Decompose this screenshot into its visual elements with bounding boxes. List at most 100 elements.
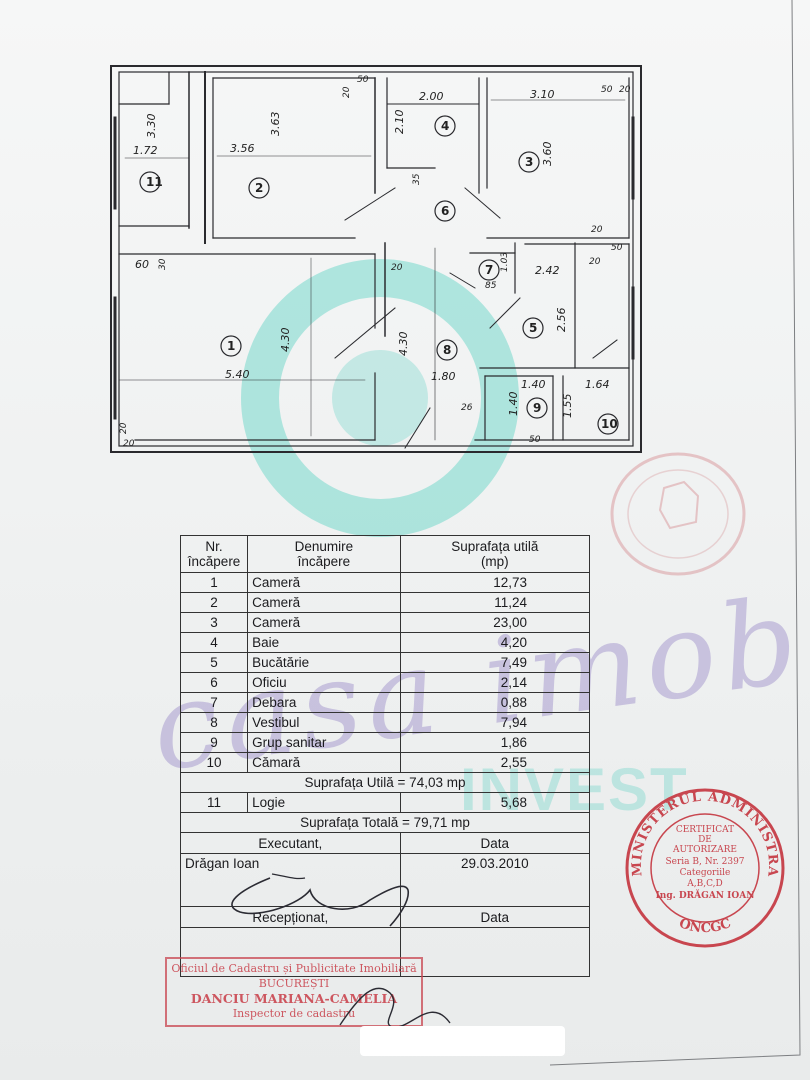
receptionat-row (180, 927, 591, 977)
dim-r3-b: 50 (611, 243, 623, 253)
receptionat-signature-area (180, 927, 401, 977)
dim-r10-w: 1.64 (585, 378, 610, 391)
inspector-signature (339, 987, 451, 1028)
dim-r2-wall: 20 (342, 86, 352, 98)
table-row: 9 Grup sanitar 1,86 (179, 732, 591, 753)
room-area-table: Nr. încăpere Denumire încăpere Suprafața… (179, 535, 591, 977)
row-nr: 7 (179, 692, 249, 713)
row-area: 7,49 (399, 652, 591, 673)
row-name: Cămară (247, 752, 401, 773)
executant-date: 29.03.2010 (399, 853, 591, 907)
dim-r1-a: 60 (135, 258, 149, 271)
header-nr-label: Nr. încăpere (187, 539, 241, 569)
room-number-8: 8 (443, 343, 451, 357)
dim-r8-w: 1.80 (431, 370, 456, 383)
room-number-11: 11 (146, 175, 163, 189)
useful-area-total: Suprafața Utilă = 74,03 mp (180, 772, 590, 793)
stamp-bottom-text: ONCGC (677, 916, 733, 936)
row-name: Debara (247, 692, 401, 713)
dim-r3-w2: 20 (619, 85, 631, 95)
dim-r3-w1: 50 (601, 85, 613, 95)
dim-r2-h: 3.63 (269, 112, 282, 137)
executant-row: Drăgan Ioan 29.03.2010 (180, 853, 591, 907)
table-row: 6 Oficiu 2,14 (179, 672, 591, 693)
row-area: 7,94 (399, 712, 591, 733)
dim-r11-w: 1.72 (133, 144, 158, 157)
row-area: 0,88 (399, 692, 591, 713)
table-row: 7 Debara 0,88 (179, 692, 591, 713)
row-nr: 11 (179, 792, 249, 813)
office-stamp-role: Inspector de cadastru (232, 1007, 356, 1020)
row-name: Bucătărie (247, 652, 401, 673)
room-number-5: 5 (529, 321, 537, 335)
receptionat-date-area (399, 927, 591, 977)
room-number-3: 3 (525, 155, 533, 169)
dim-r5-h: 2.56 (555, 308, 568, 333)
room-number-4: 4 (441, 119, 449, 133)
stamp-line-5: Categoriile (680, 868, 731, 878)
row-name: Grup sanitar (247, 732, 401, 753)
row-name: Cameră (247, 572, 401, 593)
row-nr: 9 (179, 732, 249, 753)
header-name-label: Denumire încăpere (294, 539, 354, 569)
room-number-10: 10 (601, 417, 618, 431)
header-area-label: Suprafața utilă (mp) (451, 539, 539, 569)
dim-r1-c: 20 (391, 263, 403, 273)
executant-header-row: Executant, Data (180, 832, 591, 854)
dim-r4-b: 35 (412, 173, 422, 185)
cadastre-office-stamp: Oficiul de Cadastru și Publicitate Imobi… (165, 957, 423, 1027)
dim-r9-w: 1.40 (521, 378, 546, 391)
office-stamp-name: DANCIU MARIANA-CAMELIA (190, 991, 398, 1006)
grand-total-row: Suprafața Totală = 79,71 mp (180, 812, 590, 833)
dim-r1-e: 20 (123, 439, 135, 449)
table-row: 5 Bucătărie 7,49 (179, 652, 591, 673)
dim-r1-h: 4.30 (279, 328, 292, 353)
room-number-6: 6 (441, 204, 449, 218)
row-area: 11,24 (399, 592, 591, 613)
office-stamp-line1: Oficiul de Cadastru și Publicitate Imobi… (171, 962, 417, 975)
executant-name: Drăgan Ioan (180, 853, 401, 907)
faint-round-stamp (610, 452, 746, 576)
table-row: 11 Logie 5,68 (179, 792, 591, 813)
dim-r4-h: 2.10 (393, 110, 406, 135)
stamp-line-4: Seria B, Nr. 2397 (665, 857, 744, 867)
dim-r9-h: 1.40 (507, 392, 520, 417)
header-nr: Nr. încăpere (179, 535, 249, 573)
stamp-line-7: Ing. DRĂGAN IOAN (656, 889, 755, 901)
dim-r1-w: 5.40 (225, 368, 250, 381)
row-nr: 5 (179, 652, 249, 673)
dim-r8-b: 26 (461, 403, 473, 413)
dim-r3-w3: 20 (591, 225, 603, 235)
row-nr: 2 (179, 592, 249, 613)
office-stamp-line2: BUCUREȘTI (258, 977, 330, 990)
table-row: 2 Cameră 11,24 (179, 592, 591, 613)
receptionat-date-label: Data (399, 906, 591, 928)
row-area: 23,00 (399, 612, 591, 633)
dim-r7-h: 1.03 (500, 252, 510, 272)
row-area: 1,86 (399, 732, 591, 753)
dim-r1-b: 30 (158, 258, 168, 270)
grand-total: Suprafața Totală = 79,71 mp (180, 812, 590, 833)
stamp-line-1: CERTIFICAT (676, 825, 734, 835)
table-row: 3 Cameră 23,00 (179, 612, 591, 633)
dim-r8-h: 4.30 (397, 332, 410, 357)
table-row: 10 Cămară 2,55 (179, 752, 591, 773)
dim-r1-d: 20 (119, 422, 129, 434)
redacted-area (360, 1026, 565, 1056)
table-row: 8 Vestibul 7,94 (179, 712, 591, 733)
row-name: Oficiu (247, 672, 401, 693)
stamp-line-6: A,B,C,D (686, 879, 722, 889)
dim-r2-w: 3.56 (230, 142, 255, 155)
row-name: Baie (247, 632, 401, 653)
svg-text:ONCGC: ONCGC (677, 916, 733, 936)
table-row: 4 Baie 4,20 (179, 632, 591, 653)
room-number-1: 1 (227, 339, 235, 353)
useful-area-total-row: Suprafața Utilă = 74,03 mp (180, 772, 590, 793)
dim-r3-w: 3.10 (530, 88, 555, 101)
row-name: Cameră (247, 592, 401, 613)
row-area: 12,73 (399, 572, 591, 593)
dim-r2-top: 50 (357, 75, 369, 85)
row-nr: 3 (179, 612, 249, 633)
dim-r7-b: 85 (485, 281, 497, 291)
